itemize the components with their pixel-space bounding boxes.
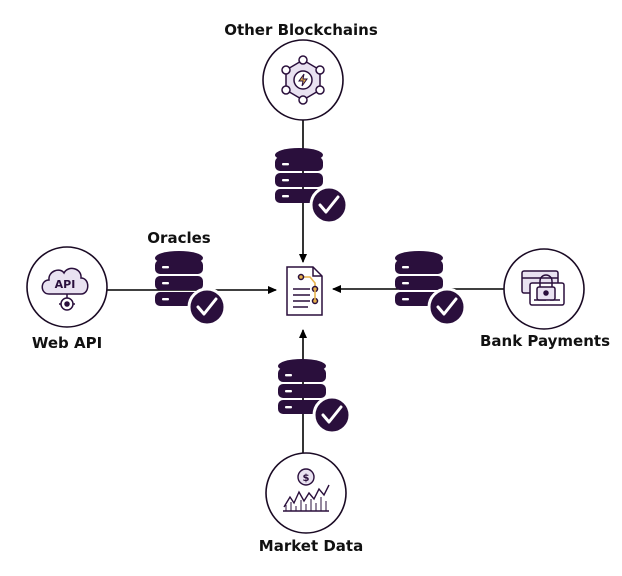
api-text: API [55, 278, 76, 291]
blockchain-network-icon [281, 55, 325, 105]
smart-contract-document-icon [286, 266, 323, 316]
api-cloud-gear-icon [41, 267, 89, 311]
node-label-top: Other Blockchains [224, 21, 378, 39]
market-chart-dollar-icon: $ [283, 468, 330, 512]
node-top [262, 39, 344, 121]
oracle-database-top [275, 148, 349, 225]
verified-database-icon [275, 148, 349, 225]
node-label-left: Web API [32, 334, 102, 352]
oracles-label: Oracles [147, 229, 210, 247]
oracle-database-left [155, 251, 227, 327]
bank-card-lock-icon [521, 270, 565, 306]
oracle-database-bottom [278, 359, 352, 435]
verified-database-icon [278, 359, 352, 435]
verified-database-icon [395, 251, 467, 327]
node-right [503, 248, 585, 330]
node-bottom: $ [265, 452, 347, 534]
verified-database-icon [155, 251, 227, 327]
oracle-database-right [395, 251, 467, 327]
svg-text:$: $ [303, 473, 310, 484]
node-label-bottom: Market Data [259, 537, 363, 555]
node-left: API [26, 246, 108, 328]
node-label-right: Bank Payments [480, 332, 610, 350]
